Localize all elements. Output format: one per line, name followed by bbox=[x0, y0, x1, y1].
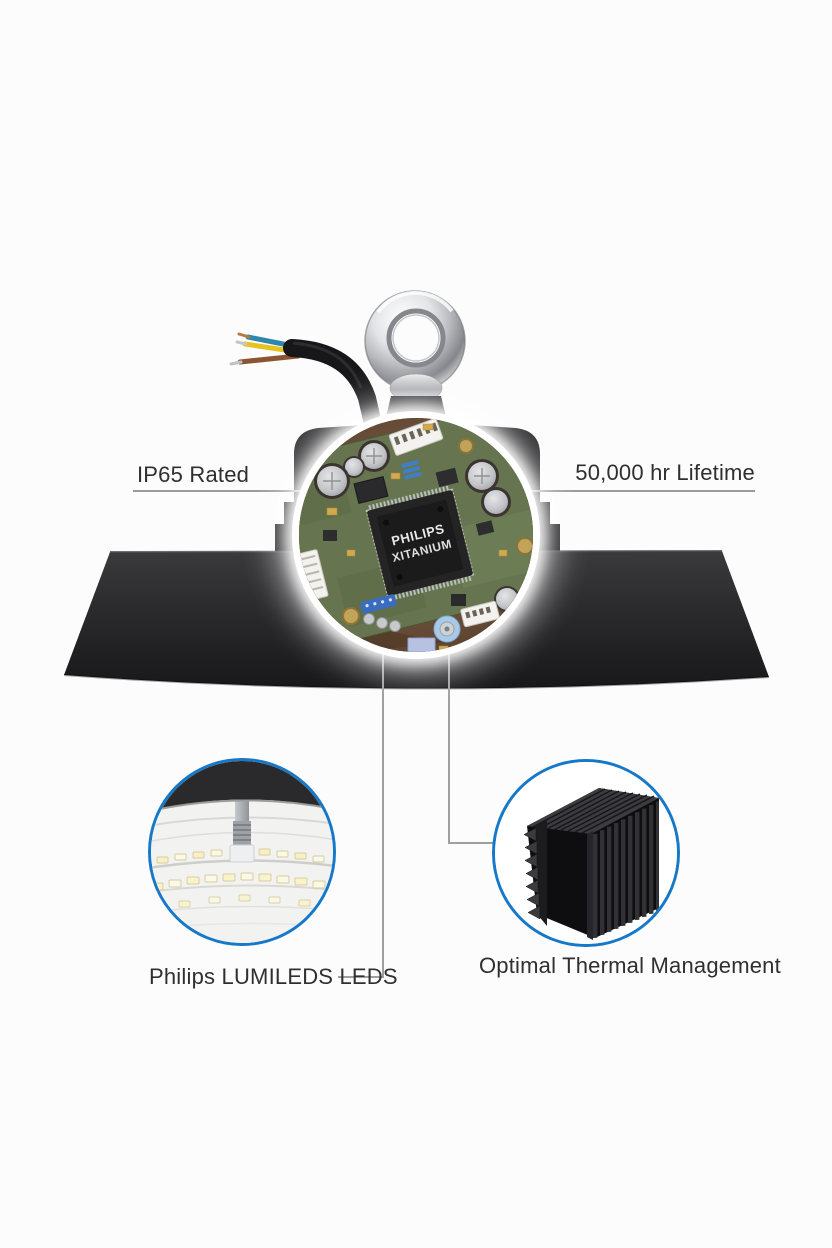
label-ip65-rated: IP65 Rated bbox=[137, 462, 250, 487]
label-philips-lumileds: Philips LUMILEDS LEDS bbox=[149, 964, 398, 989]
wire-brown-tip bbox=[229, 360, 243, 366]
led-chips bbox=[151, 848, 326, 908]
lifting-eye-hook bbox=[364, 290, 466, 421]
mains-wires bbox=[229, 332, 301, 366]
driver-chip: PHILIPS XITANIUM bbox=[365, 485, 475, 601]
heatsink-body bbox=[523, 788, 659, 940]
heatsink-photo bbox=[495, 762, 677, 944]
fin-teeth bbox=[523, 827, 541, 920]
thermal-connector-vertical bbox=[448, 650, 450, 844]
label-thermal-management: Optimal Thermal Management bbox=[479, 953, 781, 978]
blue-terminal-row bbox=[360, 594, 397, 614]
driver-board-callout: PHILIPS XITANIUM bbox=[292, 411, 540, 659]
power-cable bbox=[283, 339, 382, 433]
small-components bbox=[323, 423, 533, 652]
center-sensor-post bbox=[229, 789, 255, 863]
capacitors bbox=[314, 440, 520, 632]
blue-striped-component bbox=[401, 460, 422, 480]
wire-blue-tip bbox=[237, 332, 251, 339]
lifetime-underline bbox=[531, 490, 755, 492]
lavender-block bbox=[407, 637, 436, 652]
wire-yellow-tip bbox=[235, 340, 248, 346]
wire-brown bbox=[237, 353, 301, 365]
thermal-connector-horizontal bbox=[448, 842, 498, 844]
driver-board-photo: PHILIPS XITANIUM bbox=[299, 418, 533, 652]
label-lifetime: 50,000 hr Lifetime bbox=[575, 460, 755, 485]
ip65-underline bbox=[133, 490, 303, 492]
gold-pads bbox=[342, 438, 533, 625]
fixture-rim bbox=[151, 761, 333, 811]
led-lens-photo bbox=[151, 761, 333, 943]
led-lens-callout bbox=[148, 758, 336, 946]
heatsink-callout bbox=[492, 759, 680, 947]
vertical-fins bbox=[593, 801, 659, 938]
blue-grommet bbox=[433, 615, 461, 643]
connector-bottom-right bbox=[460, 600, 500, 628]
leds-connector-horizontal bbox=[338, 976, 384, 978]
leds-connector-vertical bbox=[382, 654, 384, 978]
